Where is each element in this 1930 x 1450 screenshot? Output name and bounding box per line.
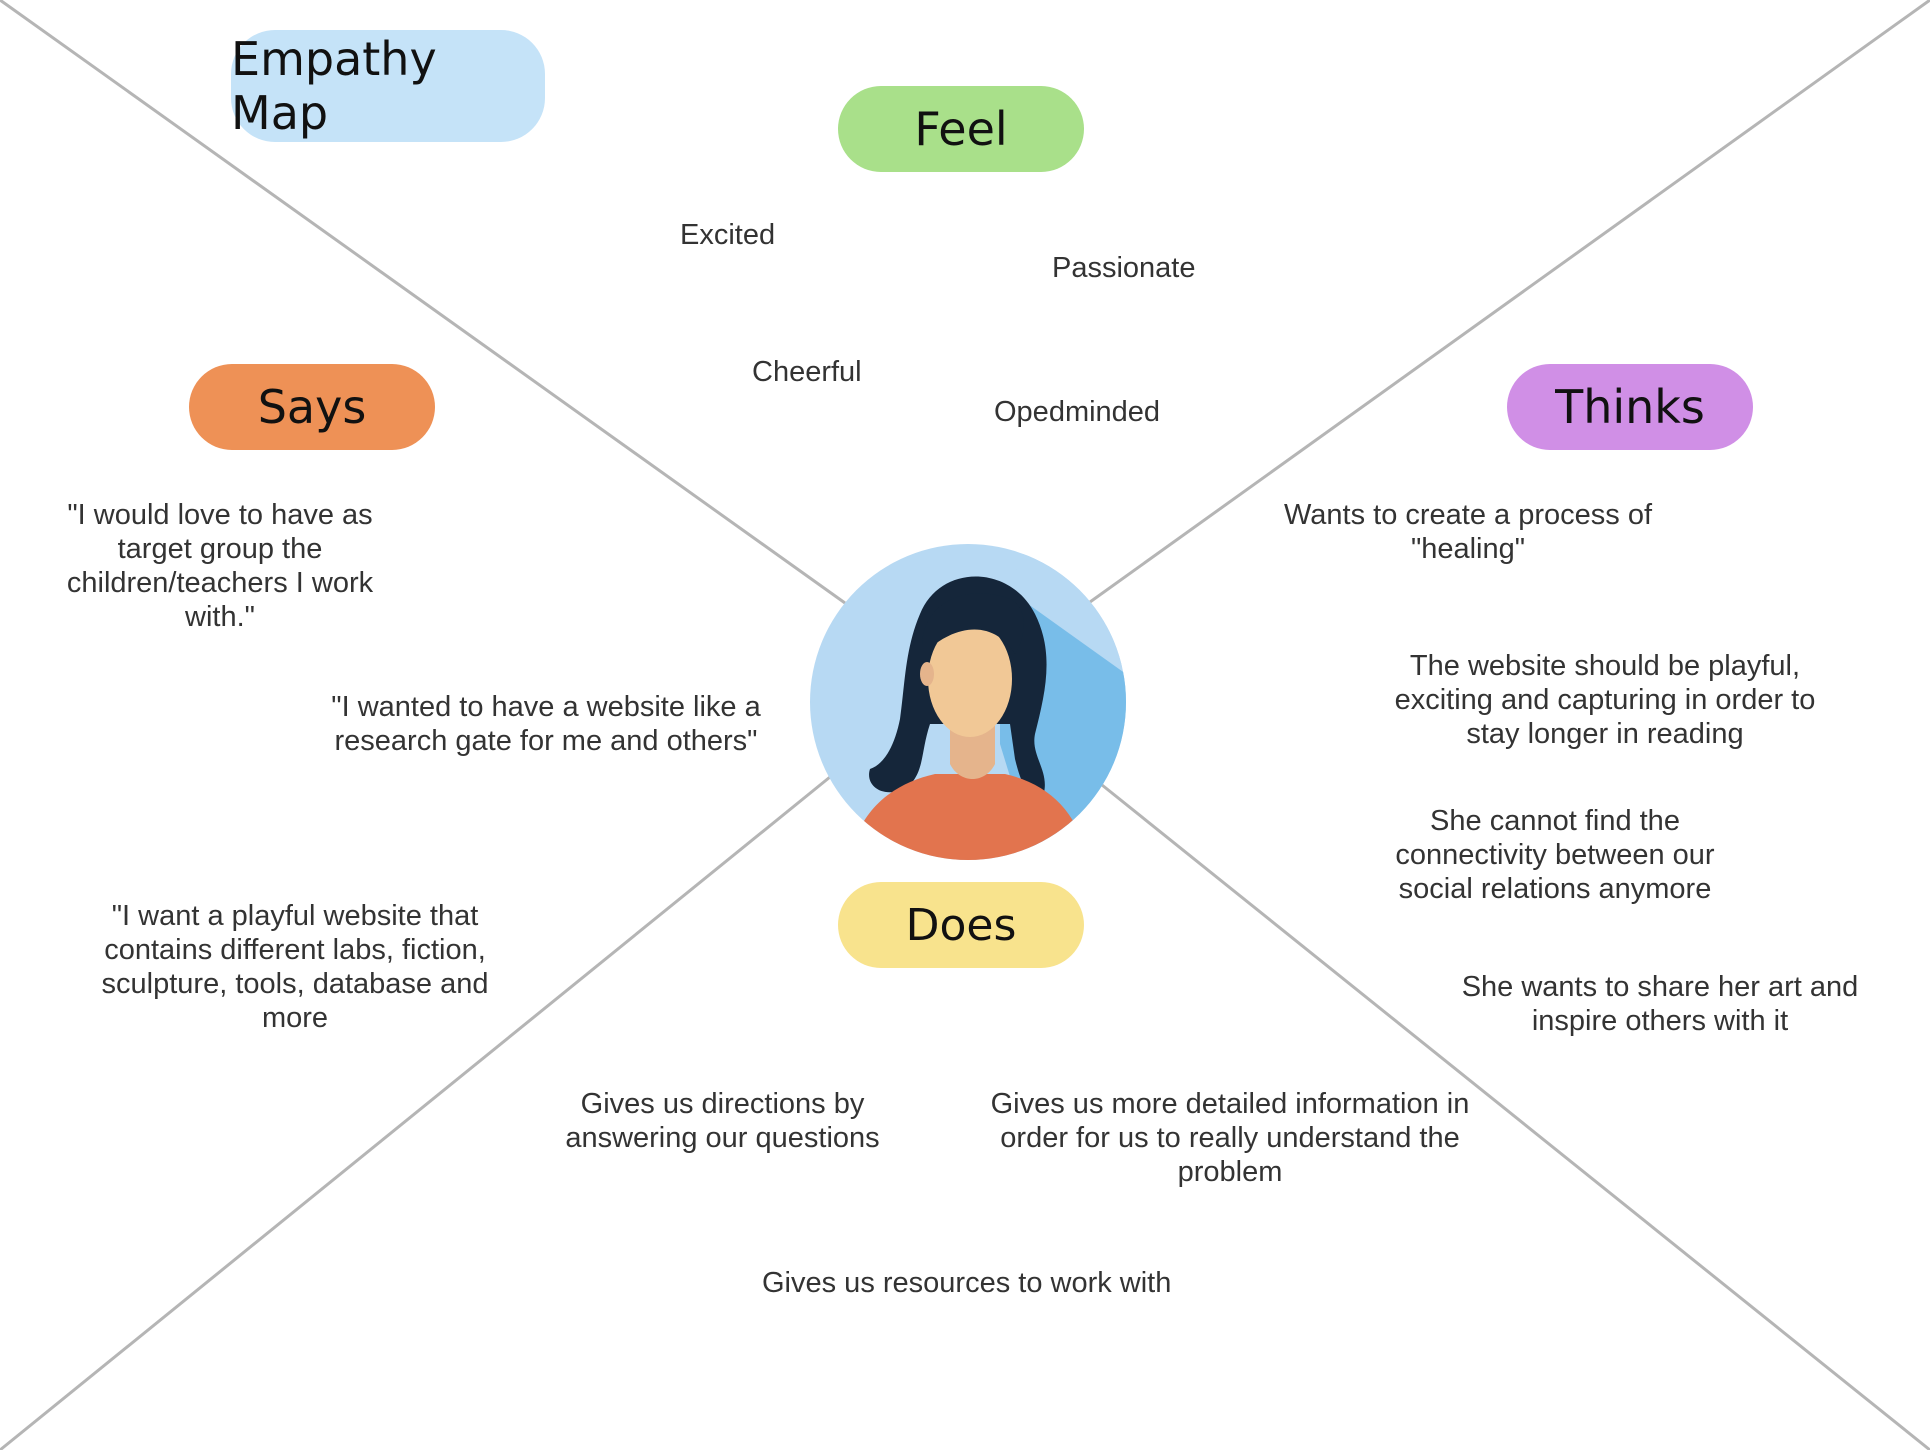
does-item: Gives us more detailed information in or… xyxy=(990,1088,1470,1188)
thinks-label: Thinks xyxy=(1507,364,1753,450)
feel-item: Opedminded xyxy=(994,396,1161,428)
thinks-item: She cannot find the connectivity between… xyxy=(1395,805,1715,905)
thinks-item: Wants to create a process of "healing" xyxy=(1283,499,1653,565)
feel-item: Passionate xyxy=(1052,252,1196,284)
does-label: Does xyxy=(838,882,1084,968)
thinks-item: She wants to share her art and inspire o… xyxy=(1461,971,1859,1037)
says-item: "I wanted to have a website like a resea… xyxy=(331,691,761,757)
feel-label: Feel xyxy=(838,86,1084,172)
does-item: Gives us resources to work with xyxy=(762,1267,1172,1299)
empathy-map-title: Empathy Map xyxy=(231,30,545,142)
says-label: Says xyxy=(189,364,435,450)
woman-avatar-icon xyxy=(810,544,1126,860)
feel-item: Cheerful xyxy=(752,356,862,388)
thinks-item: The website should be playful, exciting … xyxy=(1394,650,1816,750)
does-item: Gives us directions by answering our que… xyxy=(565,1088,880,1154)
says-item: "I would love to have as target group th… xyxy=(66,499,374,633)
feel-item: Excited xyxy=(680,219,776,251)
says-item: "I want a playful website that contains … xyxy=(101,900,489,1034)
